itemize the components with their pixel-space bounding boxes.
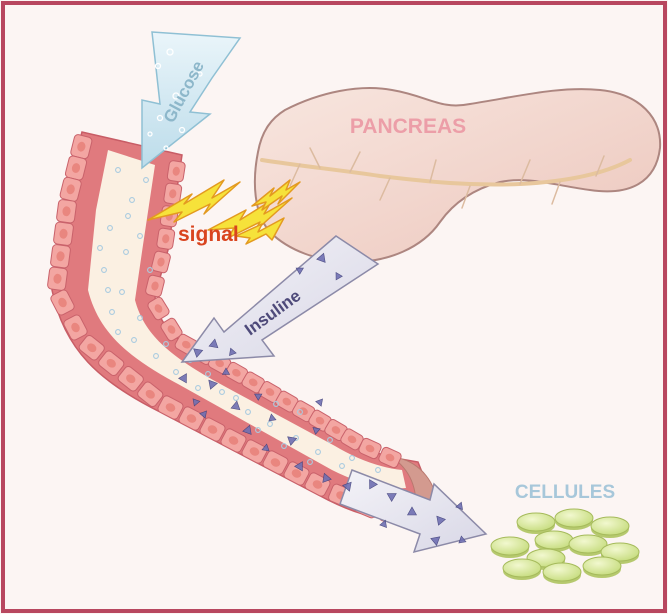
target-cell (591, 517, 629, 538)
target-cell-body (535, 531, 573, 549)
target-cell-body (543, 563, 581, 581)
target-cell-body (491, 537, 529, 555)
target-cell-body (583, 557, 621, 575)
cellules-label: CELLULES (515, 482, 615, 503)
target-cell (543, 563, 581, 584)
target-cell (491, 537, 529, 558)
target-cell-body (517, 513, 555, 531)
vessel-cell (167, 160, 186, 182)
target-cell-body (555, 509, 593, 527)
vessel-cell (56, 199, 77, 223)
pancreas-label: PANCREAS (350, 115, 466, 138)
target-cell (503, 559, 541, 580)
target-cell-body (591, 517, 629, 535)
vessel-cell (53, 222, 74, 246)
vessel-cell (156, 228, 175, 250)
target-cell (555, 509, 593, 530)
target-cell-body (503, 559, 541, 577)
signal-label: signal (178, 223, 239, 246)
target-cell (583, 557, 621, 578)
vessel-cell (47, 267, 68, 291)
vessel-cell (50, 244, 71, 268)
